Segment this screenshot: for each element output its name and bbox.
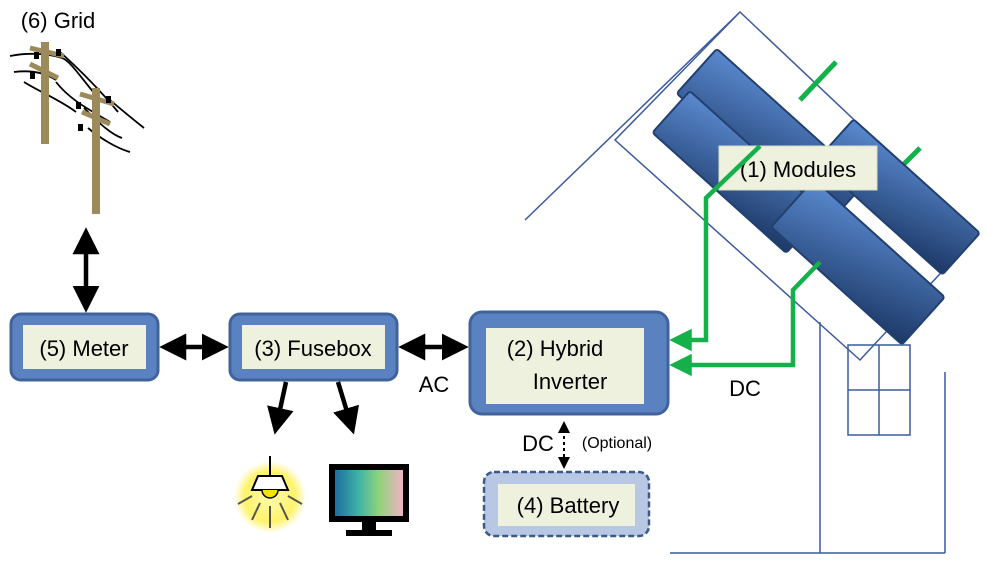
dc-battery-label: DC	[522, 431, 554, 456]
svg-text:(4) Battery: (4) Battery	[517, 493, 620, 518]
ac-label: AC	[419, 372, 450, 397]
dc-modules-label: DC	[729, 376, 761, 401]
battery-box: (4) Battery	[482, 470, 651, 538]
fusebox-box: (3) Fusebox	[228, 312, 399, 382]
svg-text:(2) Hybrid: (2) Hybrid	[507, 336, 604, 361]
optional-label: (Optional)	[582, 435, 652, 452]
fusebox-lamp-arrow	[267, 381, 294, 435]
inverter-box: (2) Hybrid Inverter	[468, 310, 670, 416]
grid-label: (6) Grid	[21, 8, 96, 33]
fusebox-tv-arrow	[333, 381, 360, 435]
modules-label: (1) Modules	[718, 145, 878, 191]
monitor-icon	[329, 464, 409, 536]
svg-text:(3) Fusebox: (3) Fusebox	[254, 336, 371, 361]
ceiling-lamp-icon	[234, 456, 306, 533]
meter-box: (5) Meter	[9, 312, 160, 382]
dc-lines-modules	[669, 144, 822, 377]
svg-text:(5) Meter: (5) Meter	[39, 336, 128, 361]
svg-text:Inverter: Inverter	[533, 369, 608, 394]
utility-poles-icon	[9, 42, 145, 214]
svg-text:(1) Modules: (1) Modules	[740, 157, 856, 182]
